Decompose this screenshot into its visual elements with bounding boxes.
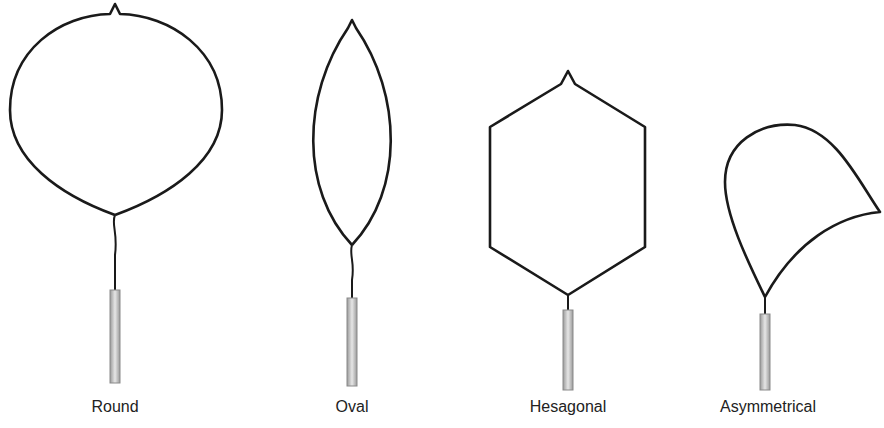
catheter-sheath	[760, 314, 770, 390]
catheter-sheath	[110, 290, 120, 383]
snare-wire	[351, 245, 353, 300]
snare-wire	[114, 215, 116, 292]
round-snare-loop	[10, 4, 222, 215]
oval-snare-loop	[313, 20, 391, 245]
catheter-sheath	[563, 310, 573, 390]
shape-label: Oval	[336, 398, 369, 416]
catheter-sheath	[347, 298, 357, 386]
hexagonal-snare-loop	[490, 71, 645, 295]
shape-label: Asymmetrical	[720, 398, 816, 416]
shape-label: Round	[91, 398, 138, 416]
asymmetrical-snare-loop	[725, 125, 880, 297]
shape-label: Hesagonal	[530, 398, 607, 416]
snare-wire	[567, 295, 569, 312]
snare-wire	[764, 297, 766, 316]
